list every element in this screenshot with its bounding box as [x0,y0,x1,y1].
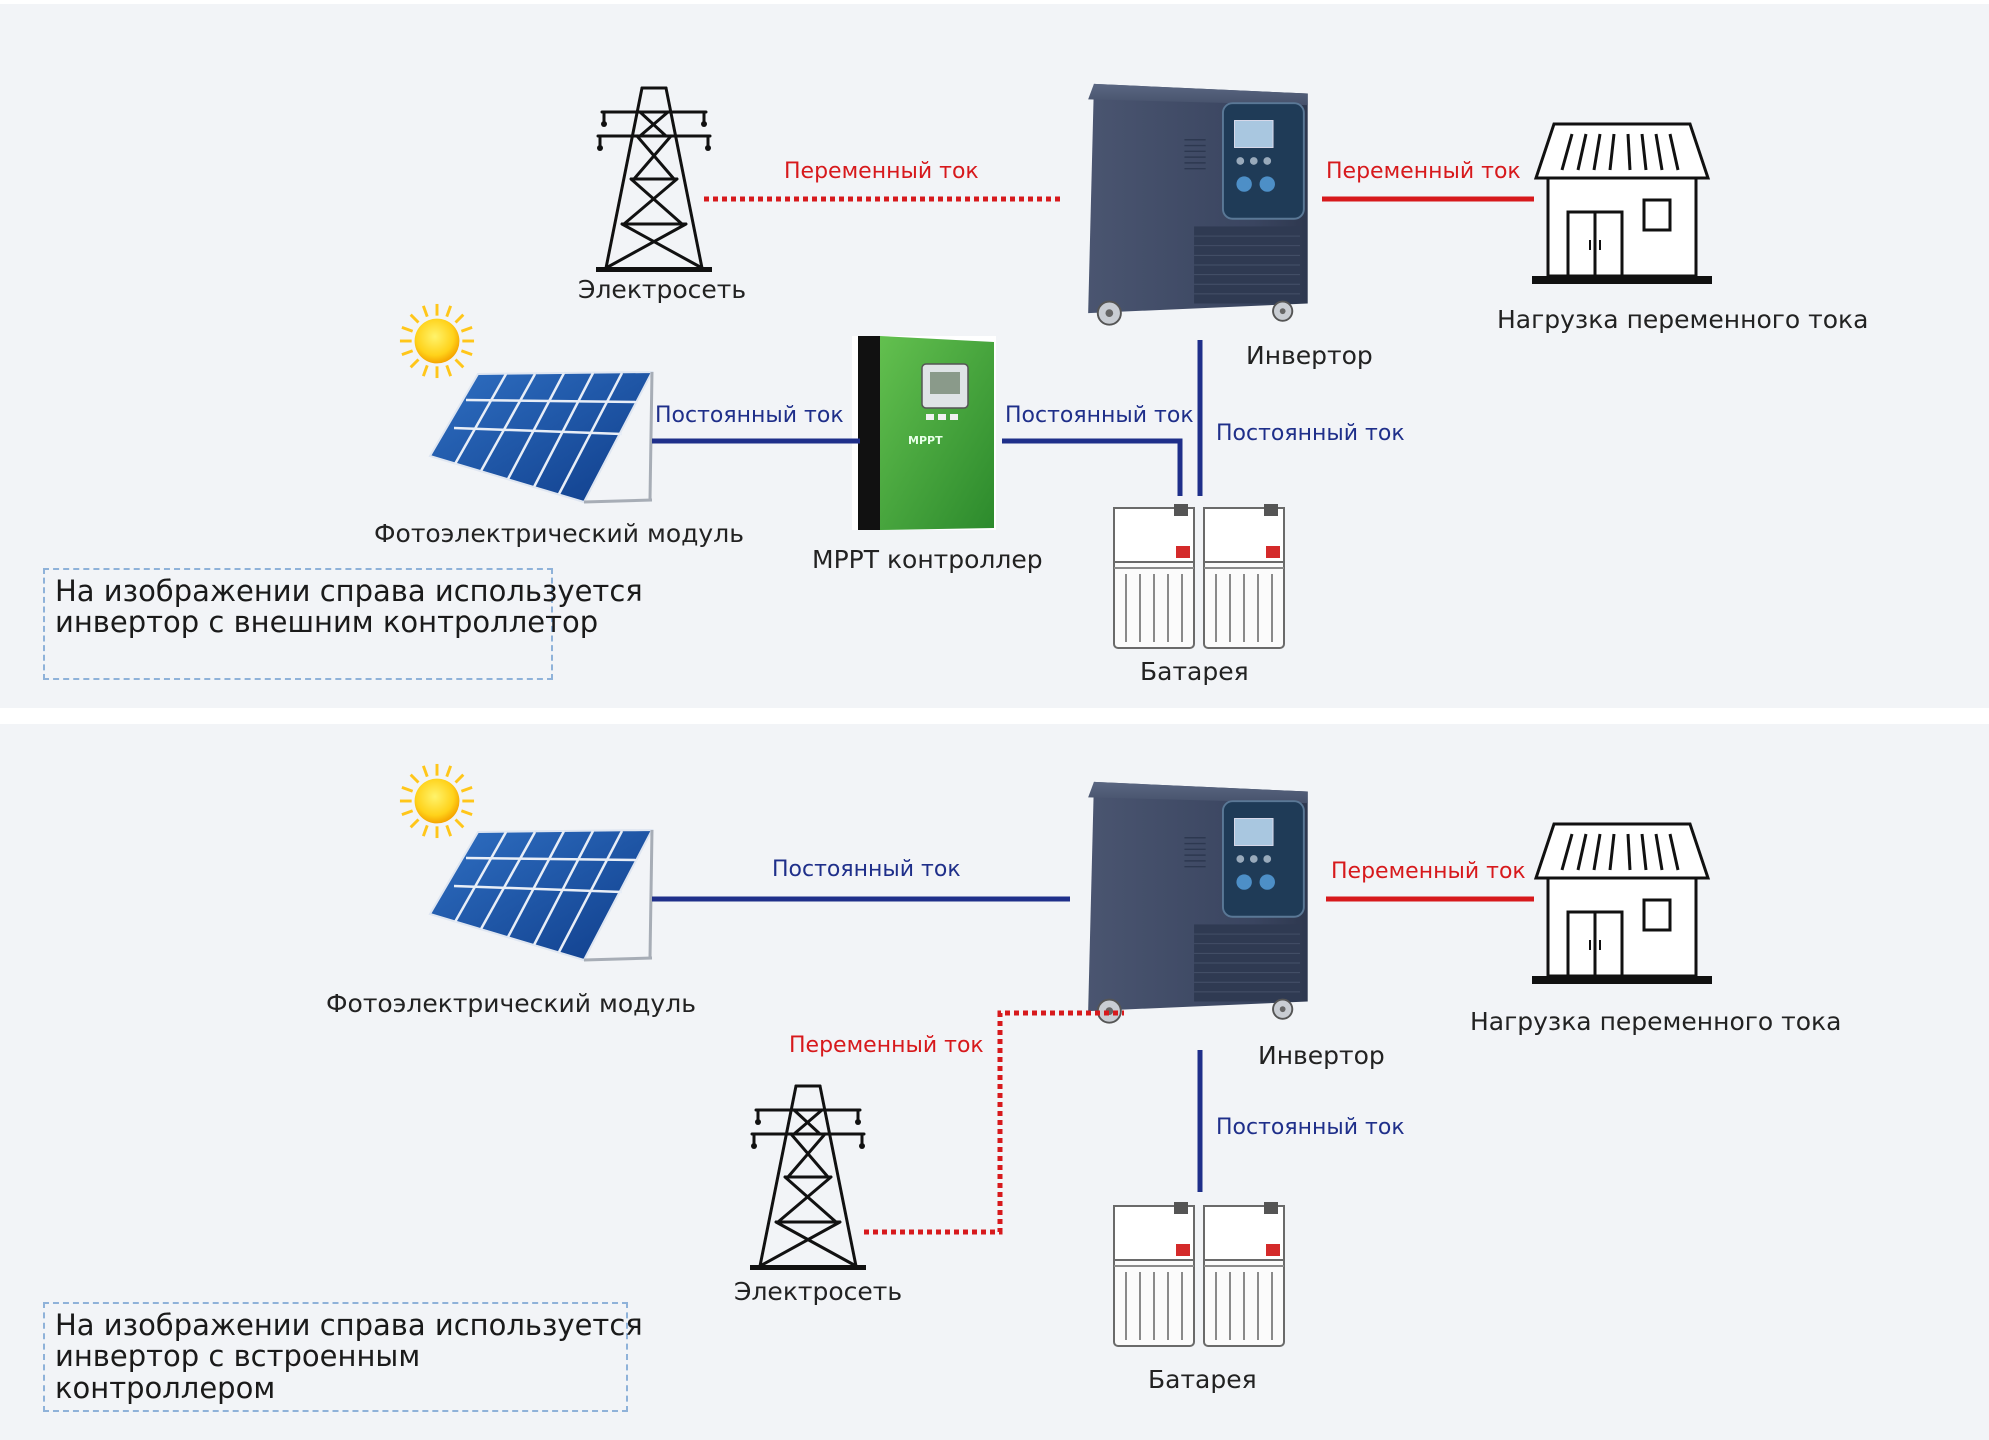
note-line: инвертор с встроенным [55,1339,421,1374]
dc-label-pv-inverter: Постоянный ток [772,857,961,882]
note-external-controller: На изображении справа используется инвер… [43,568,643,680]
pv-module-label: Фотоэлектрический модуль [326,989,696,1018]
inverter-label: Инвертор [1246,341,1373,370]
inverter-label: Инвертор [1258,1041,1385,1070]
house-icon [1532,822,1712,986]
note-line: контроллером [55,1370,276,1405]
grid-tower-icon [748,1084,868,1272]
inverter-icon [1087,82,1309,326]
solar-panel-icon [428,370,654,504]
dc-label-inverter-battery: Постоянный ток [1216,421,1405,446]
mppt-controller-icon: MPPT [852,336,996,530]
load-label: Нагрузка переменного тока [1470,1007,1842,1036]
dc-label-controller-battery: Постоянный ток [1005,403,1194,428]
house-icon [1532,122,1712,286]
mppt-controller-label: MPPT контроллер [812,545,1043,574]
ac-label-inverter-load: Переменный ток [1326,159,1521,184]
note-line: инвертор с внешним контроллетор [55,605,599,640]
note-line: На изображении справа используется [55,1308,643,1342]
inverter-icon [1087,780,1309,1024]
ac-label-inverter-load: Переменный ток [1331,859,1526,884]
sun-icon [398,762,476,840]
pv-module-label: Фотоэлектрический модуль [374,519,744,548]
battery-label: Батарея [1140,657,1249,686]
dc-label-inverter-battery: Постоянный ток [1216,1115,1405,1140]
dc-label-pv-controller: Постоянный ток [655,403,844,428]
grid-tower-icon [594,86,714,274]
grid-label: Электросеть [734,1277,903,1306]
ac-label-grid-inverter: Переменный ток [789,1033,984,1058]
note-line: На изображении справа используется [55,574,643,608]
battery-icon [1113,503,1285,649]
battery-icon [1113,1201,1285,1347]
solar-panel-icon [428,828,654,962]
connection-dc-controller-battery-top [1002,438,1183,496]
battery-label: Батарея [1148,1365,1257,1394]
sun-icon [398,302,476,380]
grid-label: Электросеть [578,275,747,304]
ac-label-grid-inverter: Переменный ток [784,159,979,184]
connection-ac-grid-inverter-bottom [864,1010,1124,1235]
note-builtin-controller: На изображении справа используется инвер… [43,1302,643,1412]
load-label: Нагрузка переменного тока [1497,305,1869,334]
mppt-panel-text: MPPT [908,434,943,447]
